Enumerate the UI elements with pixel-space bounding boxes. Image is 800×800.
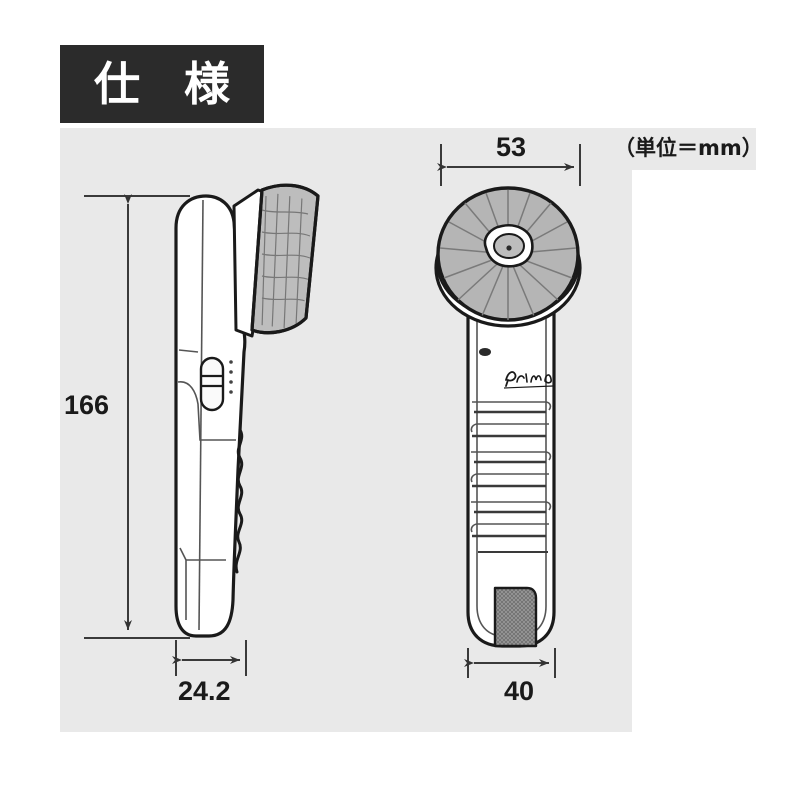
section-title-banner: 仕 様 <box>60 45 264 123</box>
dimension-label-head-width: 53 <box>496 132 527 162</box>
side-view-group <box>174 183 320 638</box>
side-detail-line-1 <box>178 349 199 353</box>
front-view-group <box>434 186 582 648</box>
slider-detent-marks <box>229 360 233 394</box>
dimension-label-depth: 24.2 <box>178 676 231 706</box>
front-grip-ridges <box>470 401 552 553</box>
front-hub-center-dot <box>506 245 512 251</box>
indicator-led <box>479 348 491 356</box>
side-bristle-texture <box>261 191 311 330</box>
dimension-lines <box>84 144 581 678</box>
side-brush-head-outline <box>250 183 320 335</box>
side-panel-contour <box>177 381 236 441</box>
dimension-label-height: 166 <box>64 390 110 420</box>
power-slider-switch[interactable] <box>199 356 225 412</box>
dimension-label-body-width: 40 <box>504 676 535 706</box>
unit-note-label: （単位＝mm） <box>614 136 763 160</box>
product-logo <box>503 371 554 389</box>
side-grip-waves <box>234 428 244 574</box>
section-title-text: 仕 様 <box>93 57 244 111</box>
side-seam-line <box>198 199 204 631</box>
front-texture-pad <box>493 586 538 648</box>
